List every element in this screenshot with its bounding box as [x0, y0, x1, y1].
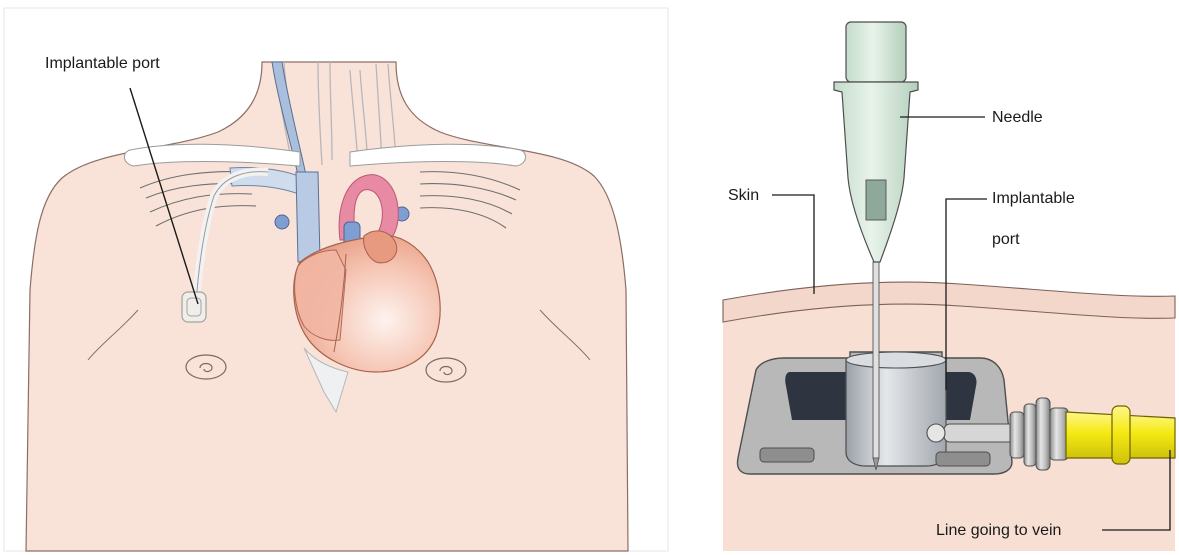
port-outlet-stem: [944, 424, 1020, 442]
syringe-barrel-top: [846, 22, 906, 82]
port-reservoir: [846, 360, 946, 466]
vein-node-left: [275, 215, 289, 229]
left-panel: Implantable port: [4, 8, 668, 551]
skin-label: Skin: [728, 187, 759, 204]
connector-ring-3: [1036, 398, 1050, 470]
needle-label: Needle: [992, 109, 1043, 126]
implantable-label: Implantable: [992, 190, 1075, 207]
port-label: port: [992, 231, 1020, 248]
vena-cava: [296, 172, 320, 262]
connector-ring-2: [1024, 404, 1036, 466]
needle-hub-insert: [866, 180, 886, 220]
right-panel: Needle Skin Implantable port Line going …: [723, 8, 1175, 551]
needle-shaft: [873, 262, 879, 458]
implanted-port-body: [182, 292, 206, 322]
port-outlet-collar: [927, 424, 945, 442]
port-base-slot-left: [760, 448, 814, 462]
implantable-port-label: Implantable port: [45, 55, 160, 72]
connector-ring-1: [1010, 412, 1024, 458]
tubing-collar: [1112, 406, 1130, 464]
line-going-to-vein-label: Line going to vein: [936, 522, 1061, 539]
connector-ring-4: [1050, 408, 1068, 460]
port-base-slot-right: [936, 452, 990, 466]
port-septum-top: [846, 352, 946, 368]
